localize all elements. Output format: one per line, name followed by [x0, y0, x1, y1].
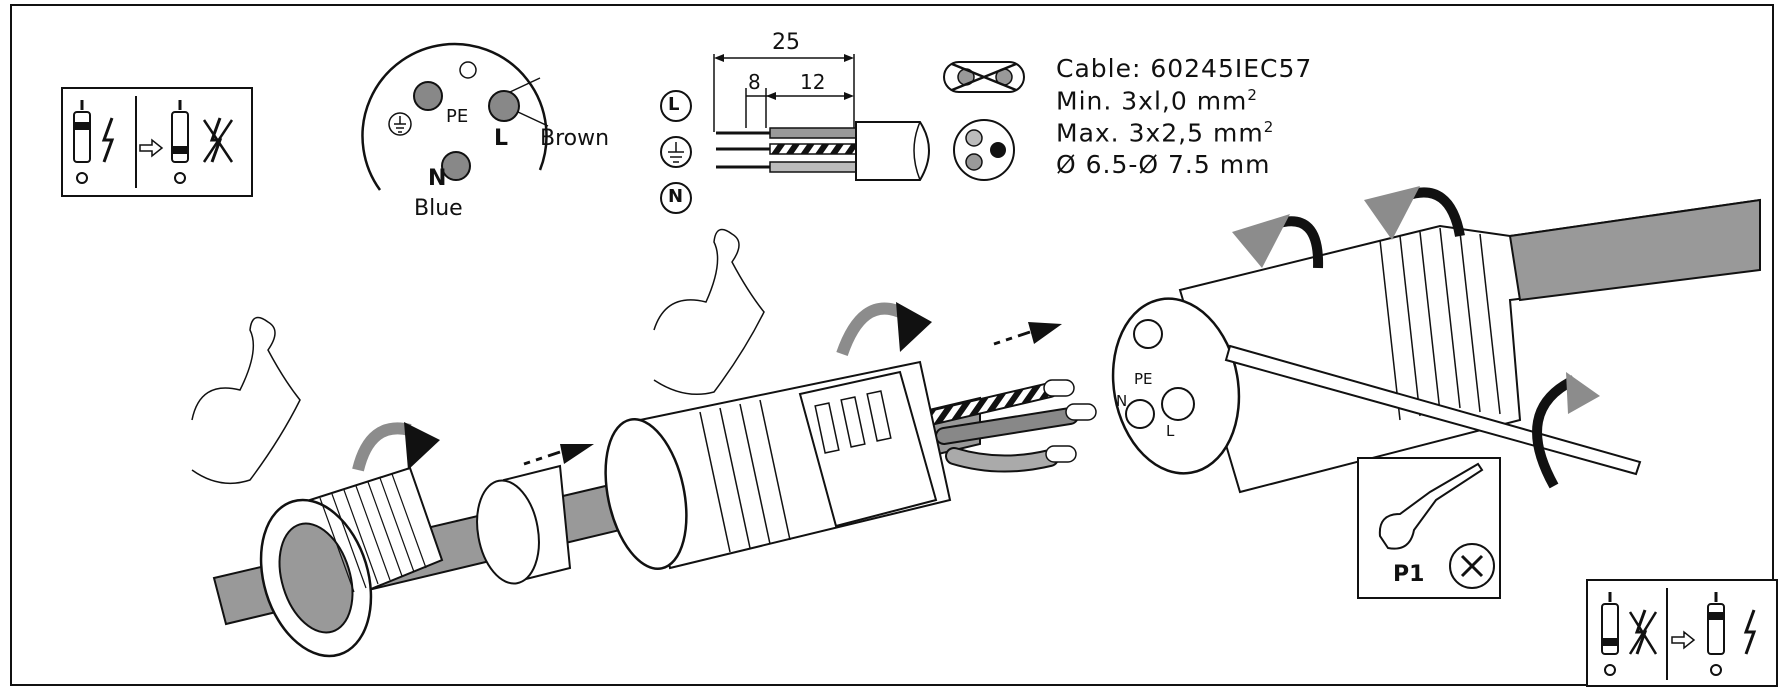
cable-type: Cable: 60245IEC57 — [1056, 54, 1313, 83]
connector-body — [604, 360, 952, 571]
screwdriver-tool-box — [1357, 457, 1501, 599]
conductor-n-label: N — [668, 186, 684, 207]
power-on-icon — [1586, 579, 1778, 687]
pinout-l-label: L — [494, 126, 509, 151]
tool-size-label: P1 — [1393, 562, 1425, 587]
strip-long-length: 12 — [800, 70, 826, 94]
cable-diameter: Ø 6.5-Ø 7.5 mm — [1056, 150, 1271, 179]
tighten-arm-icon — [191, 228, 765, 485]
strip-short-length: 8 — [748, 70, 761, 94]
pinout-pe-label: PE — [446, 106, 469, 127]
cable-conductors — [922, 379, 1097, 473]
socket-l-label: L — [1166, 422, 1175, 440]
pinout-diagram — [361, 42, 549, 191]
socket-n-label: N — [1116, 392, 1128, 410]
socket-housing — [1111, 198, 1761, 494]
cable-cross-section-icon — [943, 61, 1025, 181]
pinout-n-label: N — [428, 166, 447, 191]
seal-ring — [476, 464, 572, 585]
power-off-icon — [61, 87, 253, 197]
cable-max-section: Max. 3x2,5 mm2 — [1056, 118, 1275, 148]
pinout-brown-label: Brown — [540, 126, 610, 151]
strip-dimension-drawing — [660, 54, 930, 214]
push-arrows — [523, 322, 1062, 466]
pinout-blue-label: Blue — [414, 196, 463, 221]
socket-pe-label: PE — [1134, 370, 1153, 388]
cable-min-section: Min. 3xl,0 mm2 — [1056, 86, 1258, 116]
rotation-arrows — [352, 186, 1600, 489]
strip-total-length: 25 — [772, 30, 800, 55]
conductor-l-label: L — [668, 94, 680, 115]
diagram-frame — [10, 4, 1774, 686]
cap-nut — [259, 466, 444, 658]
